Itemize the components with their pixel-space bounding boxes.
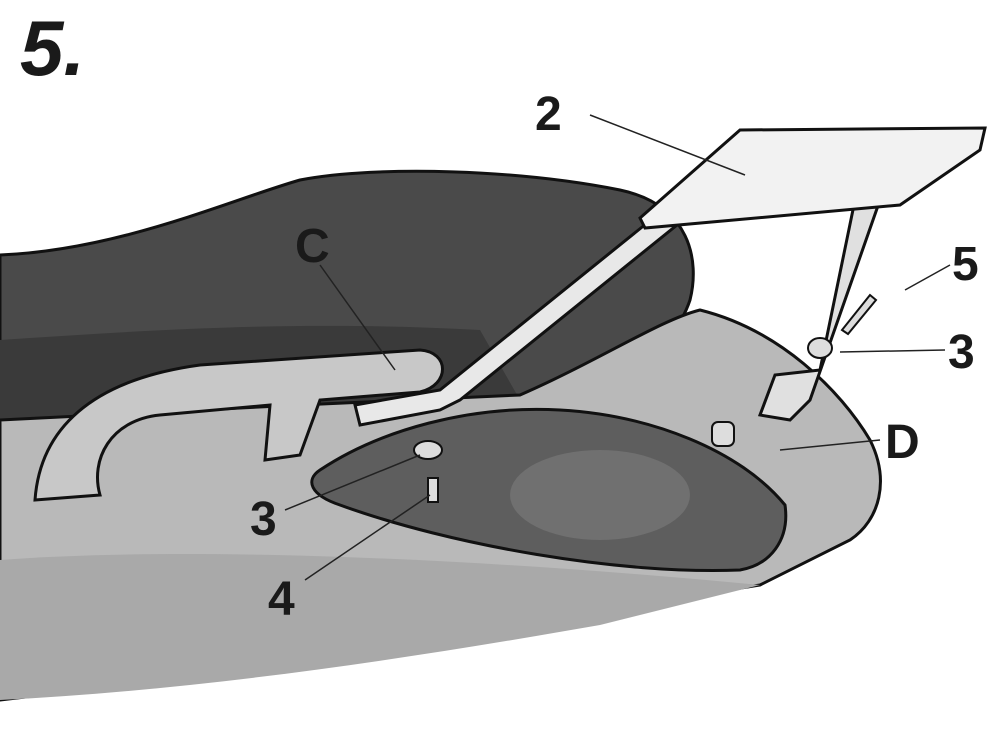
rack-plate (638, 126, 987, 230)
washer-right (807, 337, 833, 359)
screw-left (427, 477, 439, 503)
leader-lines (284, 114, 951, 581)
taillight-lens (510, 450, 690, 540)
washer-left (413, 440, 443, 460)
spacer-right (711, 421, 735, 447)
label-screw-right: 5 (952, 238, 979, 291)
label-washer-right: 3 (948, 326, 975, 379)
step-number: 5. (20, 4, 85, 92)
screw-right (840, 293, 878, 336)
rack-arm-right (757, 198, 883, 422)
tail-lower (0, 554, 760, 700)
label-grab-rail: C (295, 220, 330, 273)
label-screw-left: 4 (268, 573, 295, 626)
label-rack: 2 (535, 88, 562, 141)
grab-rail (33, 348, 444, 502)
label-washer-left: 3 (250, 493, 277, 546)
label-tail-cover: D (885, 416, 920, 469)
